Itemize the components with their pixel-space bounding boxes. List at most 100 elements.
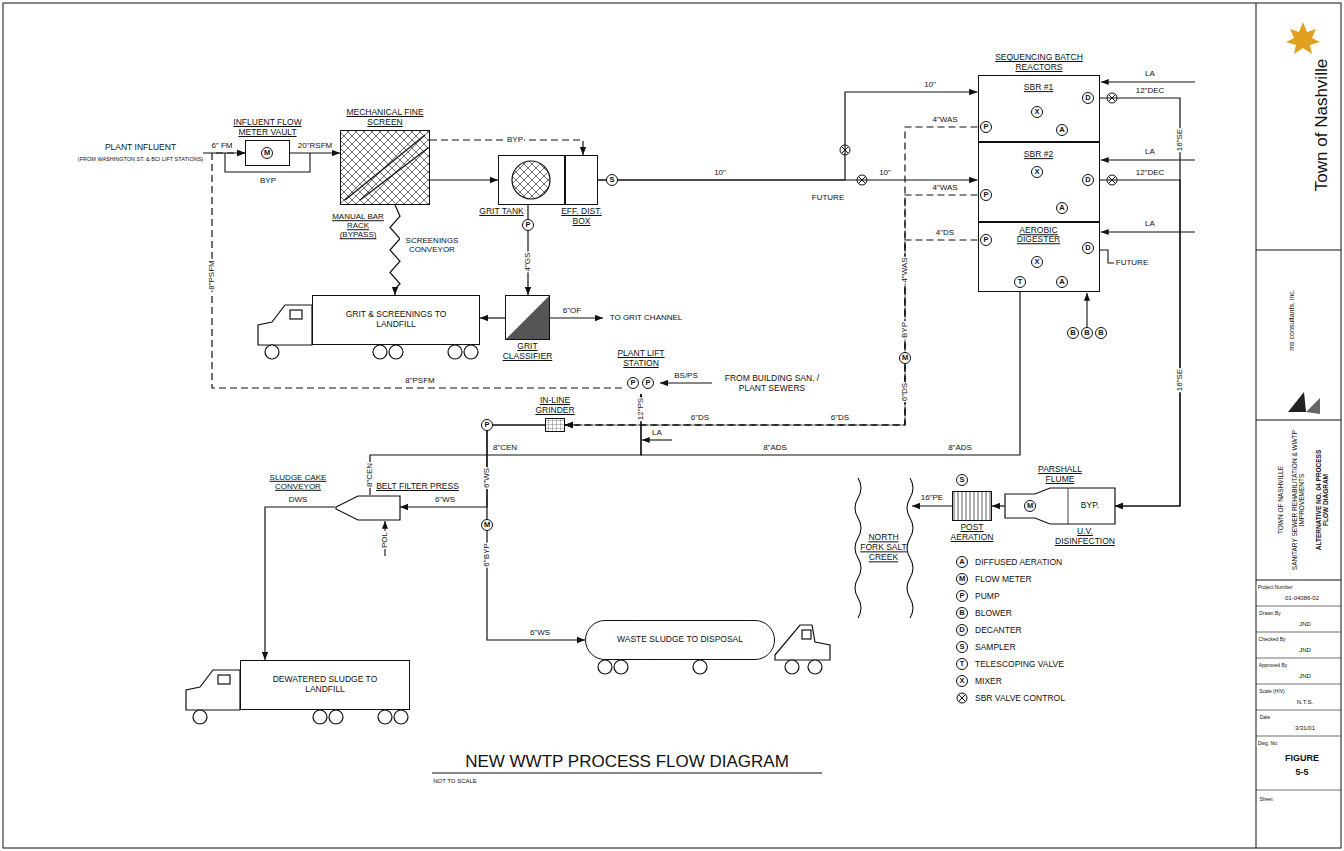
pipe-connector [430,179,498,180]
note-label: 6"OF [562,306,582,315]
note-label: Dwg. No. [1257,741,1280,747]
sheet-frame [1256,420,1341,421]
note-label: TOWN OF NASHVILLE [1277,465,1284,535]
symbol-letter: M [261,147,273,159]
symbol-letter: P [980,234,992,246]
node-text: GRIT CLASSIFIER [503,342,553,362]
legend-text: SAMPLER [975,642,1016,652]
tank-trailer: WASTE SLUDGE TO DISPOSAL [585,620,775,660]
pipe-connector [480,317,505,318]
note-label: ms consultants, inc. [1288,288,1296,351]
pipe-connector [1100,98,1181,506]
sheet-frame [3,3,1341,848]
pipe-connector [370,394,641,495]
pipe-label: 10" [878,168,892,177]
post-aeration: POST AERATION [952,491,992,521]
truck-wheel [265,345,279,359]
pipe-label: 6"WS [529,628,551,637]
pipe-label: 4"GS [523,252,532,273]
pipe-connector [565,240,978,425]
legend-text: DECANTER [975,625,1022,635]
symbol-letter: X [1031,106,1043,118]
symbol-letter: P [980,121,992,133]
note-label: 6"DS [900,382,909,402]
note-label: Checked By [1258,637,1287,643]
note-label: BYP [900,321,909,339]
note-label: LA [651,428,663,437]
note-label: 8"CEN [365,462,374,488]
node-text: SBR #1 [1024,83,1053,93]
note-label: Project Number [1257,585,1294,591]
note-label: ALTERNATIVE NO. 04 PROCESS FLOW DIAGRAM [1315,439,1330,561]
grinder-grid [545,418,565,432]
symbol-letter: M [899,352,911,364]
creek-bank [907,478,913,618]
grinder-grid [545,418,565,432]
note-label: SLUDGE CAKE CONVEYOR [267,473,329,491]
creek-bank [855,478,913,618]
symbol-letter: M [956,573,968,585]
truck-cab [775,625,830,660]
air-line [1101,231,1195,232]
node-text: BYP. [1081,501,1099,511]
legend-text: DIFFUSED AERATION [975,557,1062,567]
note-label: NOT TO SCALE [432,778,478,785]
symbol-letter: A [1056,276,1068,288]
note-label: JND [1298,673,1312,680]
pipe-connector [265,507,335,660]
sheet-frame [1256,3,1257,848]
pipe-connector [598,92,978,180]
symbol-letter: B [1095,327,1107,339]
overflow-line [550,317,603,318]
title-underline [432,773,822,774]
symbol-letter: P [642,377,654,389]
pipe-connector [1100,180,1181,506]
truck-wheel [378,710,392,724]
note-label: 8"PSFM [207,259,216,291]
symbol-letter: P [522,219,534,231]
note-label: Sheet [1258,797,1273,803]
sewer-source: FROM BUILDING SAN. / PLANT SEWERS [712,373,832,395]
pipe-connector [400,425,545,507]
symbol-letter: S [956,641,968,653]
node-text: PLANT LIFT STATION [611,349,671,369]
pipe-label: DWS [288,495,309,504]
note-label: 6"WS [482,467,491,489]
note-label: N.T.S. [1296,699,1314,706]
symbol-letter: T [1014,276,1026,288]
node-text: WASTE SLUDGE TO DISPOSAL [615,635,745,645]
note-label: LA [1144,147,1156,156]
note-label: 5-5 [1294,767,1309,777]
note-label: 6"DS [690,413,710,422]
truck-wheel [394,710,408,724]
symbol-letter: B [1081,327,1093,339]
legend-text: TELESCOPING VALVE [975,659,1064,669]
symbol-letter: D [1082,242,1094,254]
town-logo [1286,22,1320,54]
truck-wheel [329,710,343,724]
truck-cab [802,630,811,639]
truck-wheel [448,345,462,359]
note-label: 01-04086-02 [1284,595,1320,602]
note-label: 6"DS [830,413,850,422]
node-text: NORTH FORK SALT CREEK [859,533,909,562]
truck-cab [258,305,312,345]
pipe-connector [912,505,952,506]
grit-tank: GRIT TANK [498,155,565,205]
legend-text: BLOWER [975,608,1012,618]
pipe-connector [290,152,340,153]
fine-screen: MECHANICAL FINE SCREEN [340,130,430,205]
symbol-letter: A [1056,202,1068,214]
pipe-label: 8"PSFM [404,376,436,385]
truck-wheel [389,345,403,359]
node-text: U.V. DISINFECTION [1050,527,1120,547]
symbol-letter: S [956,474,968,486]
grit-tank-drum [512,161,550,199]
symbol-letter: X [1031,256,1043,268]
truck-cab [290,310,302,319]
truck-trailer: GRIT & SCREENINGS TO LANDFILL [312,295,480,345]
flume-outline [1005,488,1115,524]
node-text: SBR #2 [1024,150,1053,160]
air-line [1101,159,1195,160]
pipe-connector [660,382,712,383]
